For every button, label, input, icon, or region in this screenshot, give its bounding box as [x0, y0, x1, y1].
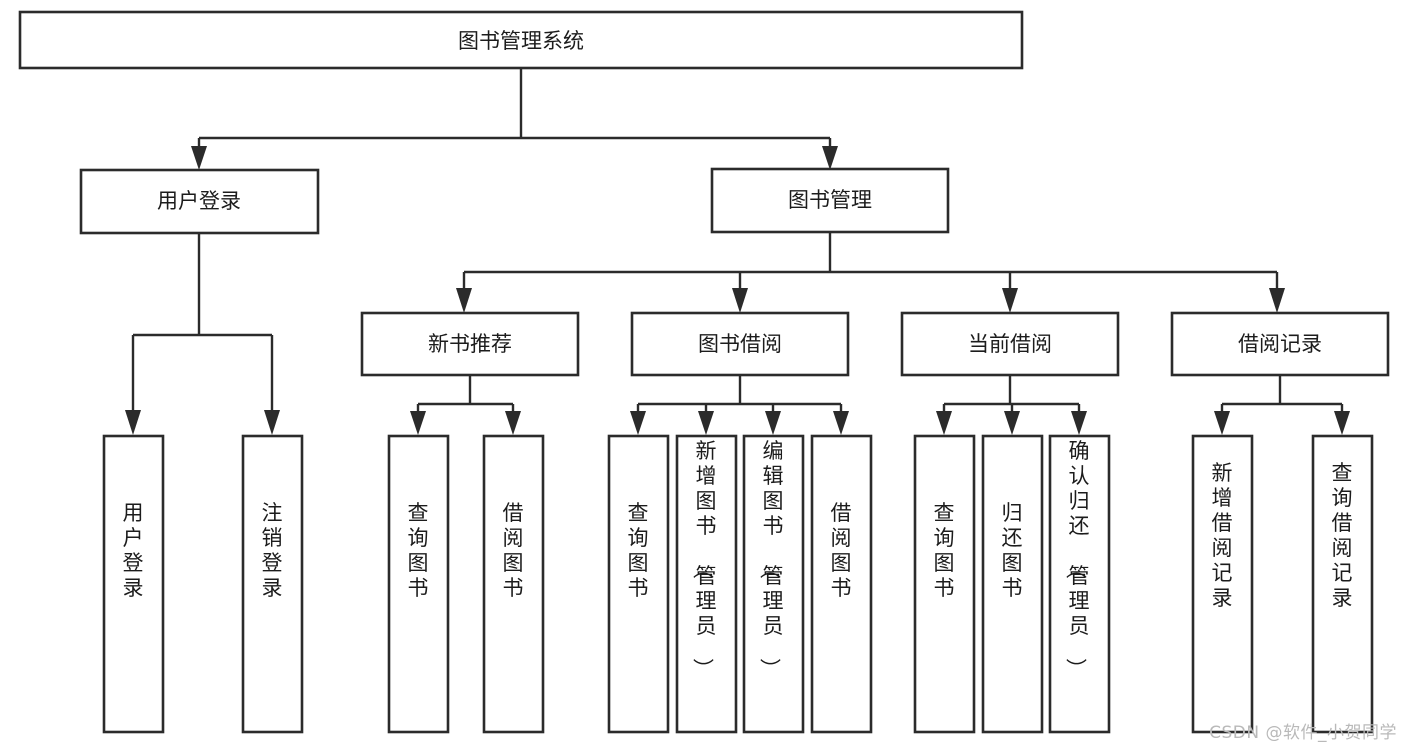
node-leaf-user-logout-box[interactable]	[241, 434, 304, 734]
node-leaf-return-book-label: 归还图书	[1002, 501, 1023, 600]
node-leaf-user-logout-label: 注销登录	[262, 501, 283, 600]
node-book-borrow-label: 图书借阅	[698, 332, 782, 356]
node-current-borrow[interactable]: 当前借阅	[900, 311, 1120, 377]
node-book-manage[interactable]: 图书管理	[710, 167, 950, 234]
node-book-borrow[interactable]: 图书借阅	[630, 311, 850, 377]
arrow-leaf-query-book-3	[936, 411, 952, 435]
node-leaf-query-book-2-box[interactable]	[607, 434, 670, 734]
arrow-leaf-query-book-1	[410, 411, 426, 435]
node-leaf-borrow-book-1[interactable]: 借阅图书	[482, 434, 545, 734]
node-borrow-record-label: 借阅记录	[1238, 332, 1322, 356]
node-leaf-borrow-book-2[interactable]: 借阅图书	[810, 434, 873, 734]
node-new-book-recommend[interactable]: 新书推荐	[360, 311, 580, 377]
node-book-manage-box[interactable]	[710, 167, 950, 234]
arrow-to-book-borrow	[732, 288, 748, 313]
node-leaf-query-book-3[interactable]: 查询图书	[913, 434, 976, 734]
arrow-leaf-user-logout	[264, 410, 280, 435]
node-leaf-query-book-2-label: 查询图书	[628, 501, 649, 600]
node-new-book-recommend-label: 新书推荐	[428, 332, 512, 356]
node-leaf-query-book-1-box[interactable]	[387, 434, 450, 734]
node-user-login[interactable]: 用户登录	[79, 168, 320, 235]
node-leaf-confirm-return[interactable]: 确认归还（管理员）	[1048, 434, 1111, 734]
arrow-leaf-edit-book	[765, 411, 781, 435]
node-leaf-edit-book-label: 编辑图书（管理员）	[758, 439, 784, 679]
node-user-login-label: 用户登录	[157, 189, 241, 213]
node-leaf-add-book[interactable]: 新增图书（管理员）	[675, 434, 738, 734]
node-leaf-edit-book-box[interactable]	[742, 434, 805, 734]
arrow-leaf-add-book	[698, 411, 714, 435]
node-leaf-borrow-book-1-label: 借阅图书	[503, 501, 524, 600]
node-borrow-record-box[interactable]	[1170, 311, 1390, 377]
node-leaf-query-book-1[interactable]: 查询图书	[387, 434, 450, 734]
node-leaf-user-login[interactable]: 用户登录	[102, 434, 165, 734]
node-leaf-query-book-3-label: 查询图书	[934, 501, 955, 600]
node-leaf-add-record-label: 新增借阅记录	[1212, 461, 1233, 610]
arrow-to-new-book-recommend	[456, 288, 472, 313]
arrow-leaf-confirm-return	[1071, 411, 1087, 435]
arrow-leaf-add-record	[1214, 411, 1230, 435]
arrow-leaf-borrow-book-1	[505, 411, 521, 435]
node-leaf-query-book-3-box[interactable]	[913, 434, 976, 734]
node-current-borrow-label: 当前借阅	[968, 332, 1052, 356]
arrow-leaf-return-book	[1004, 411, 1020, 435]
node-leaf-edit-book[interactable]: 编辑图书（管理员）	[742, 434, 805, 734]
node-leaf-query-record-label: 查询借阅记录	[1332, 461, 1353, 610]
node-leaf-user-login-label: 用户登录	[123, 501, 144, 600]
node-leaf-add-record[interactable]: 新增借阅记录	[1191, 434, 1254, 734]
node-leaf-user-login-box[interactable]	[102, 434, 165, 734]
node-leaf-return-book[interactable]: 归还图书	[981, 434, 1044, 734]
node-leaf-confirm-return-label: 确认归还（管理员）	[1064, 439, 1090, 679]
arrow-to-user-login	[191, 146, 207, 170]
connector-layer	[125, 68, 1350, 435]
node-leaf-query-book-2[interactable]: 查询图书	[607, 434, 670, 734]
node-leaf-query-record[interactable]: 查询借阅记录	[1311, 434, 1374, 734]
node-borrow-record[interactable]: 借阅记录	[1170, 311, 1390, 377]
node-new-book-recommend-box[interactable]	[360, 311, 580, 377]
node-leaf-user-logout[interactable]: 注销登录	[241, 434, 304, 734]
arrow-to-current-borrow	[1002, 288, 1018, 313]
arrow-leaf-user-login	[125, 410, 141, 435]
node-leaf-add-book-box[interactable]	[675, 434, 738, 734]
node-leaf-query-book-1-label: 查询图书	[408, 501, 429, 600]
node-root-box[interactable]	[18, 10, 1024, 70]
arrow-to-borrow-record	[1269, 288, 1285, 313]
arrow-leaf-query-record	[1334, 411, 1350, 435]
node-book-borrow-box[interactable]	[630, 311, 850, 377]
arrow-leaf-borrow-book-2	[833, 411, 849, 435]
node-book-manage-label: 图书管理	[788, 188, 872, 212]
node-leaf-borrow-book-1-box[interactable]	[482, 434, 545, 734]
node-leaf-query-record-box[interactable]	[1311, 434, 1374, 734]
node-leaf-borrow-book-2-label: 借阅图书	[831, 501, 852, 600]
node-user-login-box[interactable]	[79, 168, 320, 235]
node-leaf-borrow-book-2-box[interactable]	[810, 434, 873, 734]
arrow-to-book-manage	[822, 146, 838, 170]
node-leaf-add-record-box[interactable]	[1191, 434, 1254, 734]
node-root-label: 图书管理系统	[458, 29, 584, 53]
arrow-leaf-query-book-2	[630, 411, 646, 435]
node-leaf-add-book-label: 新增图书（管理员）	[691, 439, 717, 679]
node-leaf-confirm-return-box[interactable]	[1048, 434, 1111, 734]
node-current-borrow-box[interactable]	[900, 311, 1120, 377]
node-leaf-return-book-box[interactable]	[981, 434, 1044, 734]
node-root[interactable]: 图书管理系统	[18, 10, 1024, 70]
